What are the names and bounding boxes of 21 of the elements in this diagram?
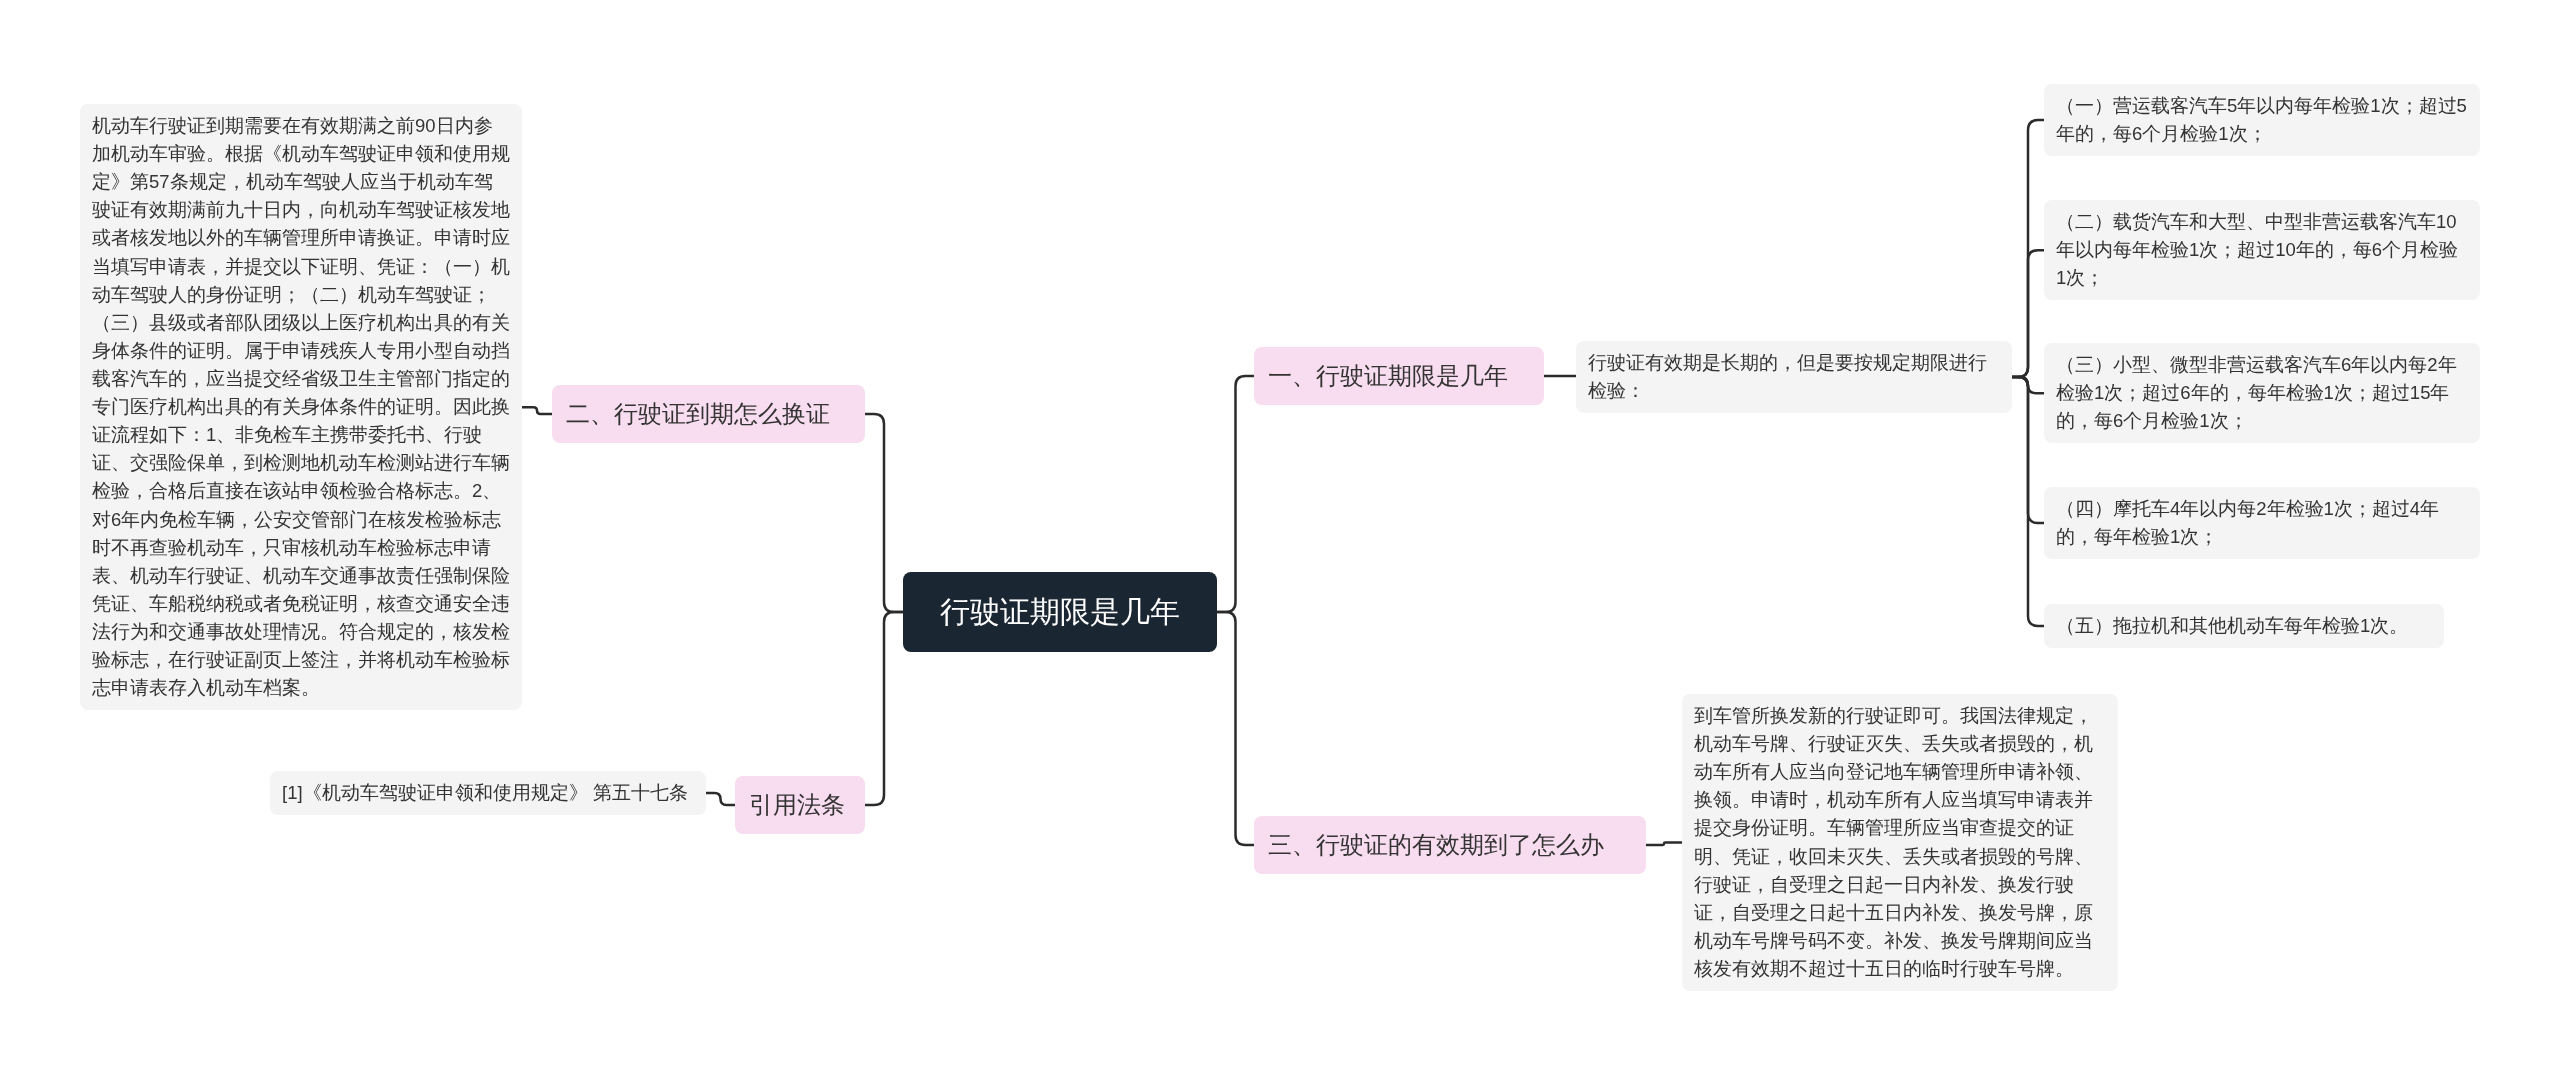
text-card: （四）摩托车4年以内每2年检验1次；超过4年的，每年检验1次；: [2044, 487, 2480, 560]
branch-topic: 三、行驶证的有效期到了怎么办: [1254, 816, 1646, 874]
text-card: 行驶证有效期是长期的，但是要按规定期限进行检验：: [1576, 341, 2012, 414]
connector-line: [1544, 374, 1576, 378]
text-card: 机动车行驶证到期需要在有效期满之前90日内参加机动车审验。根据《机动车驾驶证申领和使用规定》第57条规定，机动车驾驶人应当于机动车驾驶证有效期满前九十日内，向机动车驾驶证核发地或者核发地以外的车辆管理所申请换证。申请时应当填写申请表，并提交以下证明、凭证：（一）机动车驾驶人的身份证明；（二）机动车驾驶证；（三）县级或者部队团级以上医疗机构出具的有关身体条件的证明。属于申请残疾人专用小型自动挡载客汽车的，应当提交经省级卫生主管部门指定的专门医疗机构出具的有关身体条件的证明。因此换证流程如下：1、非免检车主携带委托书、行驶证、交强险保单，到检测地机动车检测站进行车辆检验，合格后直接在该站申领检验合格标志。2、对6年内免检车辆，公安交管部门在核发检验标志时不再查验机动车，只审核机动车检验标志申请表、机动车行驶证、机动车交通事故责任强制保险凭证、车船税纳税或者免税证明，核查交通安全违法行为和交通事故处理情况。符合规定的，核发检验标志，在行驶证副页上签注，并将机动车检验标志申请表存入机动车档案。: [80, 104, 522, 711]
connector-line: [522, 405, 552, 416]
text-card: （五）拖拉机和其他机动车每年检验1次。: [2044, 604, 2444, 649]
text-card: （二）载货汽车和大型、中型非营运载客汽车10年以内每年检验1次；超过10年的，每6个月检验1次；: [2044, 200, 2480, 301]
text-card: 到车管所换发新的行驶证即可。我国法律规定，机动车号牌、行驶证灭失、丢失或者损毁的，机动车所有人应当向登记地车辆管理所申请补领、换领。申请时，机动车所有人应当填写申请表并提交身份证明。车辆管理所应当审查提交的证明、凭证，收回未灭失、丢失或者损毁的号牌、行驶证，自受理之日起一日内补发、换发行驶证，自受理之日起十五日内补发、换发号牌，原机动车号牌号码不变。补发、换发号牌期间应当核发有效期不超过十五日的临时行驶车号牌。: [1682, 694, 2118, 992]
connector-line: [1217, 610, 1254, 847]
connector-line: [2012, 375, 2044, 628]
central-topic: 行驶证期限是几年: [903, 572, 1217, 652]
text-card: （一）营运载客汽车5年以内每年检验1次；超过5年的，每6个月检验1次；: [2044, 84, 2480, 157]
connector-line: [865, 610, 903, 807]
connector-line: [1646, 841, 1682, 847]
branch-topic: 引用法条: [735, 776, 865, 834]
branch-topic: 二、行驶证到期怎么换证: [552, 385, 865, 443]
text-card: （三）小型、微型非营运载客汽车6年以内每2年检验1次；超过6年的，每年检验1次；超过15年的，每6个月检验1次；: [2044, 343, 2480, 444]
branch-topic: 一、行驶证期限是几年: [1254, 347, 1544, 405]
text-card: [1]《机动车驾驶证申领和使用规定》 第五十七条: [270, 771, 706, 816]
connector-line: [706, 791, 735, 807]
